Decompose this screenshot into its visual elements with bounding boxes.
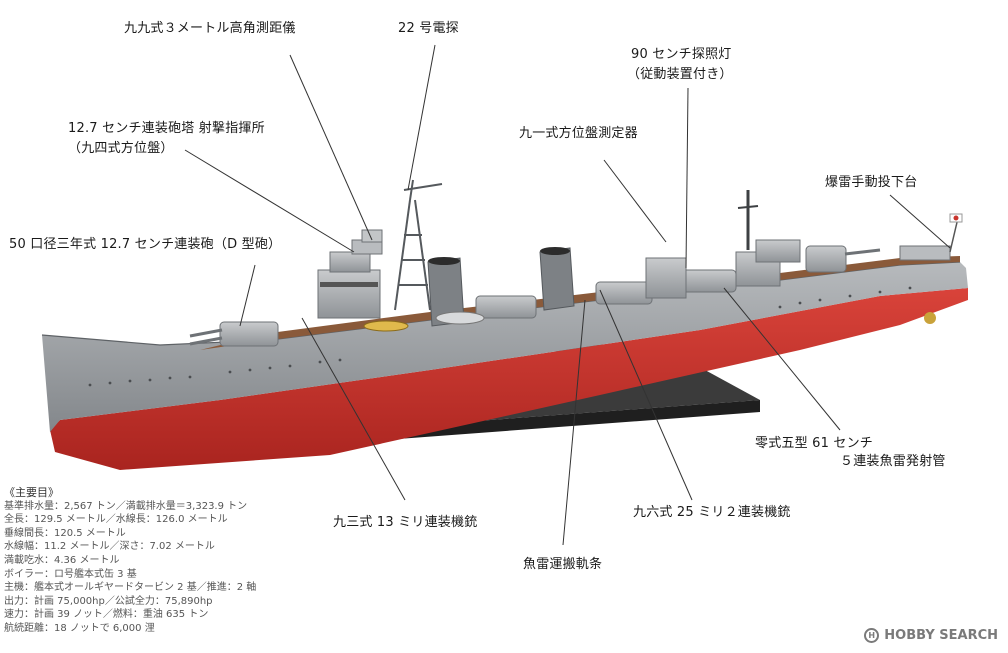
label-torpedo-rail: 魚雷運搬軌条 <box>523 557 603 572</box>
boats <box>363 311 485 332</box>
spec-line: 満載吃水：4.36 メートル <box>4 554 120 566</box>
stern-fittings <box>899 213 963 324</box>
hull-lower-red <box>50 288 968 470</box>
label-searchlight-2: （従動装置付き） <box>627 67 733 82</box>
spec-line: 水線幅：11.2 メートル／深さ：7.02 メートル <box>4 541 215 553</box>
label-torpedo-tubes-2: ５連装魚雷発射管 <box>840 454 946 469</box>
specs-heading: 《主要目》 <box>4 486 59 499</box>
label-mg-25mm: 九六式 25 ミリ２連装機銃 <box>633 505 791 520</box>
label-director-2: （九四式方位盤） <box>68 141 174 156</box>
label-director-1: 12.7 センチ連装砲塔 射撃指揮所 <box>68 121 265 136</box>
label-radar: 22 号電探 <box>398 21 459 36</box>
torpedo-tubes-aft <box>679 269 737 293</box>
spec-line: 航続距離：18 ノットで 6,000 浬 <box>4 622 155 634</box>
spec-line: 垂線間長：120.5 メートル <box>4 527 126 539</box>
spec-line: 主機：艦本式オールギヤードタービン 2 基／推進：2 軸 <box>4 582 257 594</box>
label-searchlight-1: 90 センチ探照灯 <box>631 47 732 62</box>
hobby-search-logo-icon: H <box>864 628 880 643</box>
leader-lines <box>184 44 951 546</box>
specifications-block: 《主要目》 基準排水量：2,567 トン／満載排水量＝3,323.9 トン 全長… <box>4 486 334 636</box>
torpedo-tubes-forward <box>475 295 537 319</box>
watermark-text: HOBBY SEARCH <box>884 628 998 643</box>
bridge <box>317 229 383 319</box>
label-mg-13mm: 九三式 13 ミリ連装機銃 <box>333 515 478 530</box>
spec-line: 速力：計画 39 ノット／燃料：重油 635 トン <box>4 609 209 621</box>
spec-line: 基準排水量：2,567 トン／満載排水量＝3,323.9 トン <box>4 500 248 512</box>
label-depth-charge: 爆雷手動投下台 <box>825 175 918 190</box>
label-torpedo-tubes-1: 零式五型 61 センチ <box>755 436 874 451</box>
label-rangefinder: 九九式３メートル高角測距儀 <box>124 21 296 36</box>
spec-line: ボイラー：ロ号艦本式缶 3 基 <box>4 568 137 580</box>
spec-line: 出力：計画 75,000hp／公試全力：75,890hp <box>4 595 213 607</box>
forward-gun-turret <box>189 321 279 347</box>
aft-superstructure <box>645 190 881 299</box>
spec-line: 全長：129.5 メートル／水線長：126.0 メートル <box>4 514 228 526</box>
funnel-aft <box>539 247 575 311</box>
label-torpedo-director: 九一式方位盤測定器 <box>519 126 638 141</box>
label-main-gun: 50 口径三年式 12.7 センチ連装砲（D 型砲） <box>9 237 282 252</box>
watermark: H HOBBY SEARCH <box>864 628 998 643</box>
foremast <box>394 179 443 311</box>
portholes <box>88 286 912 387</box>
